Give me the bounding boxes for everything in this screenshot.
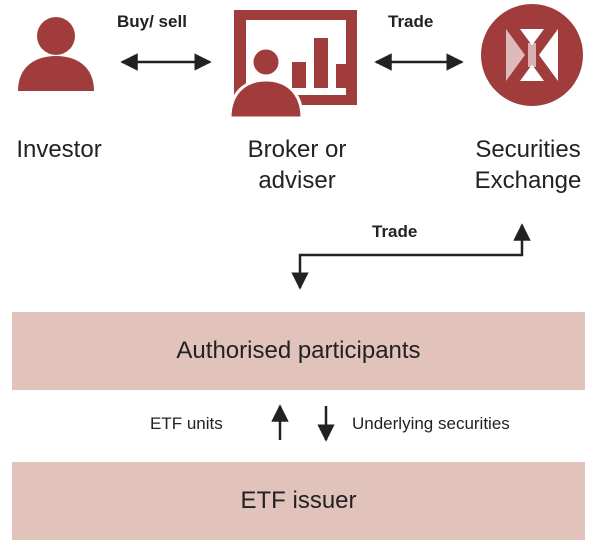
person-icon [18,17,94,91]
etf-units-label: ETF units [150,414,223,433]
exchange-name-line2: Exchange [474,167,582,194]
exchange-x-logo-icon [481,4,583,106]
authorised-participants-label: Authorised participants [176,337,421,364]
exchange-name-line1: Securities [475,136,581,163]
presenter-chart-icon [228,10,357,120]
broker-name-line1: Broker or [247,136,347,163]
trade-label-lower: Trade [372,222,418,241]
buy-sell-label: Buy/ sell [117,12,187,31]
underlying-securities-label: Underlying securities [352,414,510,433]
investor-name: Investor [16,136,102,163]
etf-issuer-box: ETF issuer [12,462,585,540]
etf-issuer-label: ETF issuer [240,487,357,514]
broker-name-line2: adviser [258,167,336,194]
trade-label-top: Trade [388,12,434,31]
authorised-participants-box: Authorised participants [12,312,585,390]
exchange-participants-arrow [291,223,531,290]
